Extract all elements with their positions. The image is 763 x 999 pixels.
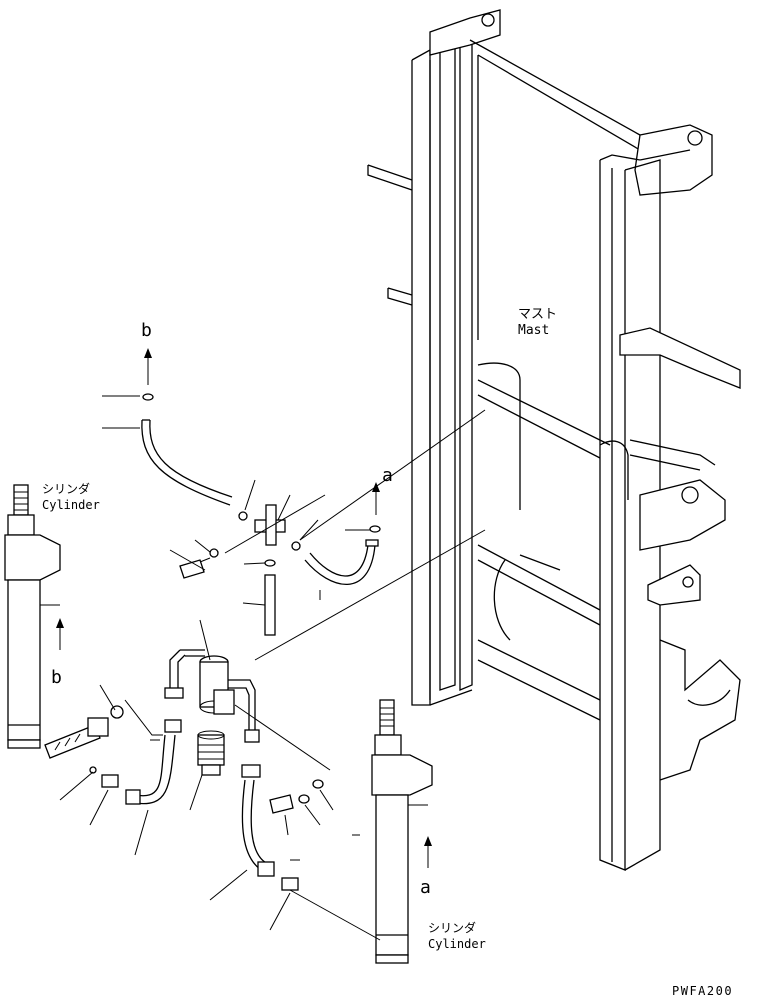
right-cylinder-label-jp: シリンダ <box>428 920 476 935</box>
upper-hose-assembly <box>141 393 248 521</box>
up-arrow-icon <box>424 836 432 846</box>
reference-b-top: b <box>141 320 152 385</box>
up-arrow-icon <box>56 618 64 628</box>
bottom-hose-assembly <box>241 764 324 891</box>
right-hose-assembly <box>304 525 381 586</box>
mast-label-jp: マスト <box>518 307 557 322</box>
up-arrow-icon <box>372 482 380 492</box>
leader-lines <box>39 395 486 941</box>
mast-label-en: Mast <box>518 323 549 338</box>
left-cylinder <box>4 484 61 749</box>
ref-b-top-text: b <box>141 320 152 341</box>
tee-fitting <box>179 504 301 636</box>
left-hose-assembly <box>101 719 182 805</box>
o-ring <box>110 705 124 719</box>
right-cylinder-label-en: Cylinder <box>428 937 486 951</box>
left-cylinder-label-en: Cylinder <box>42 498 100 512</box>
up-arrow-icon <box>144 348 152 358</box>
left-cylinder-label-jp: シリンダ <box>42 481 90 496</box>
flow-valve-assembly <box>110 649 260 776</box>
ref-a-top-text: a <box>382 465 393 486</box>
ref-a-bottom-text: a <box>420 877 431 898</box>
reference-b-left: b <box>51 618 64 688</box>
ref-b-left-text: b <box>51 667 62 688</box>
right-cylinder <box>371 699 433 964</box>
reference-a-top: a <box>372 465 393 515</box>
mast-assembly <box>367 9 741 871</box>
drawing-code: PWFA200 <box>672 984 733 998</box>
reference-a-bottom: a <box>420 836 432 898</box>
upper-washer <box>142 393 154 401</box>
banjo-bolt <box>44 717 109 774</box>
